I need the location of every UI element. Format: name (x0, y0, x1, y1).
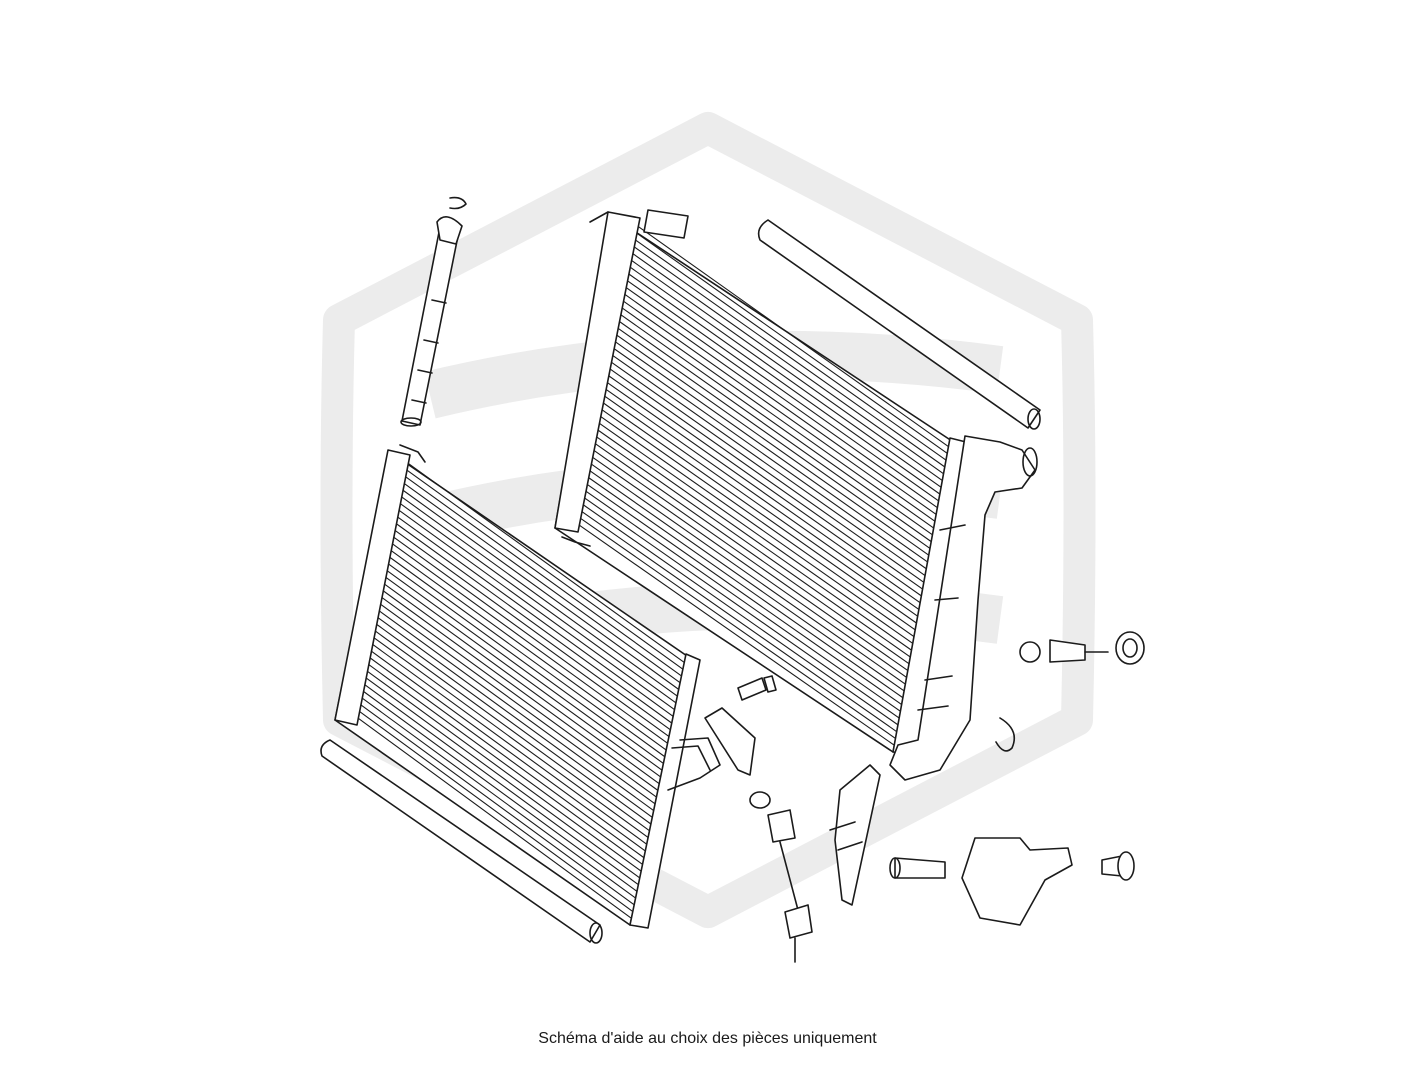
condenser-front-view (334, 444, 701, 929)
condenser-rear-view (554, 209, 1038, 781)
mounting-bracket-small (829, 764, 881, 906)
sensor-connector (784, 904, 813, 963)
bracket-with-pipe (667, 707, 756, 791)
foam-seal-strip-upper (757, 219, 1041, 430)
bolt (737, 675, 777, 701)
washer (1019, 641, 1041, 663)
diagram-caption: Schéma d'aide au choix des pièces unique… (538, 1030, 877, 1047)
o-ring (749, 791, 771, 809)
foam-seal-strip-lower (320, 739, 603, 944)
spring-clip (995, 717, 1016, 752)
pressure-sensor (767, 809, 799, 911)
mounting-bracket-large (889, 837, 1073, 926)
plastic-rivet (1049, 639, 1109, 663)
receiver-drier-cartridge (400, 216, 463, 427)
rubber-grommet (1115, 631, 1145, 665)
circlip (449, 196, 467, 210)
screw (1101, 851, 1135, 881)
